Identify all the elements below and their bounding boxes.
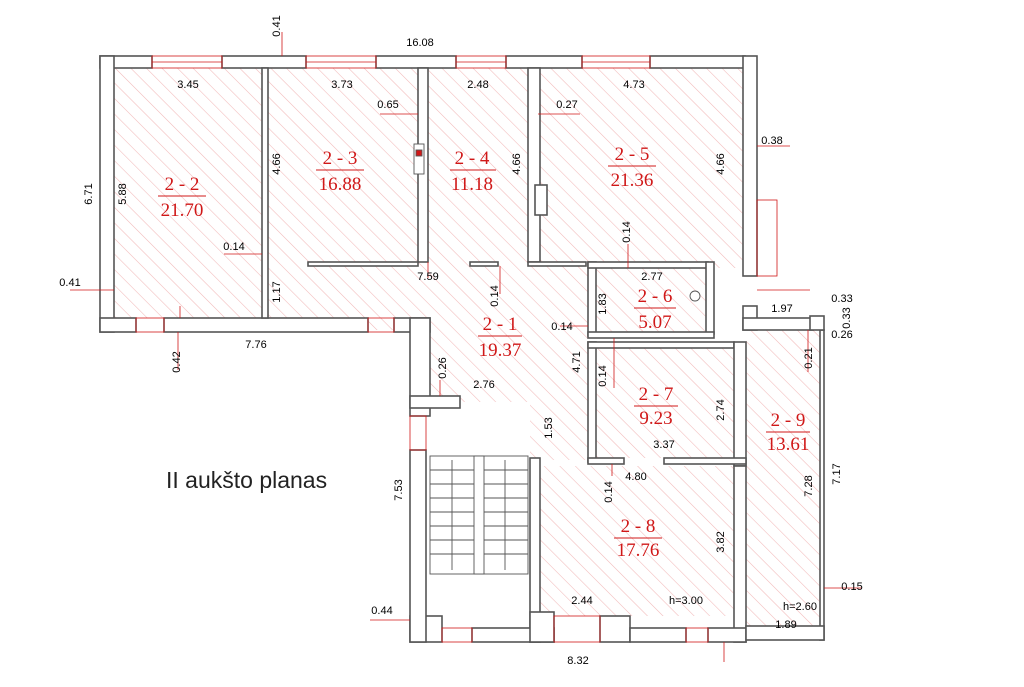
dim-bottom-left-width: 7.76	[245, 339, 266, 351]
dim-r22-width: 3.45	[177, 79, 198, 91]
dimension-lines	[70, 32, 862, 662]
room-2-1-id: 2 - 1	[483, 314, 518, 335]
dim-bottom-left-wall: 0.42	[171, 351, 183, 372]
dim-wall-014-e: 0.14	[597, 365, 609, 386]
dim-r27-height: 2.74	[715, 399, 727, 420]
room-2-6-fill	[596, 268, 706, 332]
room-2-3-fill	[268, 68, 418, 262]
dim-r28-ceiling: h=3.00	[669, 595, 703, 607]
room-2-4-id: 2 - 4	[455, 148, 490, 169]
dim-wall-014-f: 0.14	[603, 481, 615, 502]
room-2-7-id: 2 - 7	[639, 384, 674, 405]
dim-stair-wall: 0.26	[437, 357, 449, 378]
dim-corridor-width: 7.59	[417, 271, 438, 283]
dim-right-wing-width: 1.97	[771, 303, 792, 315]
dim-ext-033-a: 0.33	[831, 293, 852, 305]
dim-r23-width: 3.73	[331, 79, 352, 91]
dim-ext-033-b: 0.33	[841, 307, 853, 328]
dim-r26-height: 1.83	[597, 293, 609, 314]
room-2-6-area: 5.07	[638, 312, 671, 333]
dim-ext-026: 0.26	[831, 329, 852, 341]
dim-wall-014-b: 0.14	[621, 221, 633, 242]
dim-left-wall: 0.41	[59, 277, 80, 289]
room-2-4-fill	[428, 68, 528, 262]
dim-wall-014-c: 0.14	[489, 285, 501, 306]
dim-r23-height: 4.66	[271, 153, 283, 174]
room-2-7-area: 9.23	[639, 408, 672, 429]
dim-r24-height: 4.66	[511, 153, 523, 174]
fixtures	[413, 143, 701, 302]
dim-r26-width: 2.77	[641, 271, 662, 283]
room-2-5-area: 21.36	[611, 170, 654, 191]
dim-stair-width: 2.76	[473, 379, 494, 391]
dim-right-wall: 0.38	[761, 135, 782, 147]
dim-wall-014-d: 0.14	[551, 321, 572, 333]
dim-corridor-depth: 1.17	[271, 281, 283, 302]
dim-overall-width: 16.08	[406, 37, 434, 49]
dim-r28-bottom: 2.44	[571, 595, 592, 607]
dim-r29-width: 1.89	[775, 619, 796, 631]
room-2-5-fill	[540, 68, 743, 262]
room-2-9-fill	[746, 330, 820, 626]
room-2-9-area: 13.61	[767, 434, 810, 455]
room-fills	[114, 68, 820, 626]
dim-r28-height: 3.82	[715, 531, 727, 552]
room-2-3-area: 16.88	[319, 174, 362, 195]
dim-r29-ceiling: h=2.60	[783, 601, 817, 613]
dim-corridor-height: 4.71	[571, 351, 583, 372]
walls	[99, 55, 825, 643]
room-2-8-id: 2 - 8	[621, 516, 656, 537]
dim-stair-left-wall: 0.44	[371, 605, 392, 617]
room-2-1-area: 19.37	[479, 340, 522, 361]
dimension-labels: 16.08 0.41 6.71 0.41 3.45 5.88 3.73 4.66…	[59, 15, 862, 667]
room-2-5-id: 2 - 5	[615, 144, 650, 165]
dim-r23-partition: 0.65	[377, 99, 398, 111]
room-2-4-area: 11.18	[451, 174, 493, 195]
plan-title: II aukšto planas	[166, 467, 327, 493]
room-2-2-area: 21.70	[161, 200, 204, 221]
dim-bottom-width: 8.32	[567, 655, 588, 667]
dim-r25-partition: 0.27	[556, 99, 577, 111]
room-2-3-id: 2 - 3	[323, 148, 358, 169]
room-2-9-id: 2 - 9	[771, 410, 806, 431]
dim-top-wall: 0.41	[271, 15, 283, 36]
dim-stair-height: 7.53	[393, 479, 405, 500]
dim-r25-width: 4.73	[623, 79, 644, 91]
room-2-8-fill	[540, 466, 734, 616]
dim-ext-021: 0.21	[803, 347, 815, 368]
dim-right-wall-b: 0.15	[841, 581, 862, 593]
room-2-6-id: 2 - 6	[638, 286, 673, 307]
dim-wall-014-a: 0.14	[223, 241, 244, 253]
corridor-strip-fill	[265, 266, 595, 330]
dim-r28-width: 4.80	[625, 471, 646, 483]
windows	[135, 55, 778, 643]
dim-r29-height-a: 7.28	[803, 475, 815, 496]
dim-r27-width: 3.37	[653, 439, 674, 451]
staircase	[429, 455, 529, 575]
room-2-7-fill	[596, 348, 734, 458]
dim-r29-height-b: 7.17	[831, 463, 843, 484]
dim-r25-height: 4.66	[715, 153, 727, 174]
room-2-2-fill	[114, 68, 262, 318]
room-2-8-area: 17.76	[617, 540, 660, 561]
dim-r24-width: 2.48	[467, 79, 488, 91]
dim-stair-depth: 1.53	[543, 417, 555, 438]
dim-r22-height: 5.88	[117, 183, 129, 204]
dim-left-height: 6.71	[83, 183, 95, 204]
room-labels: 2 - 1 19.37 2 - 2 21.70 2 - 3 16.88 2 - …	[158, 144, 810, 561]
room-2-2-id: 2 - 2	[165, 174, 200, 195]
